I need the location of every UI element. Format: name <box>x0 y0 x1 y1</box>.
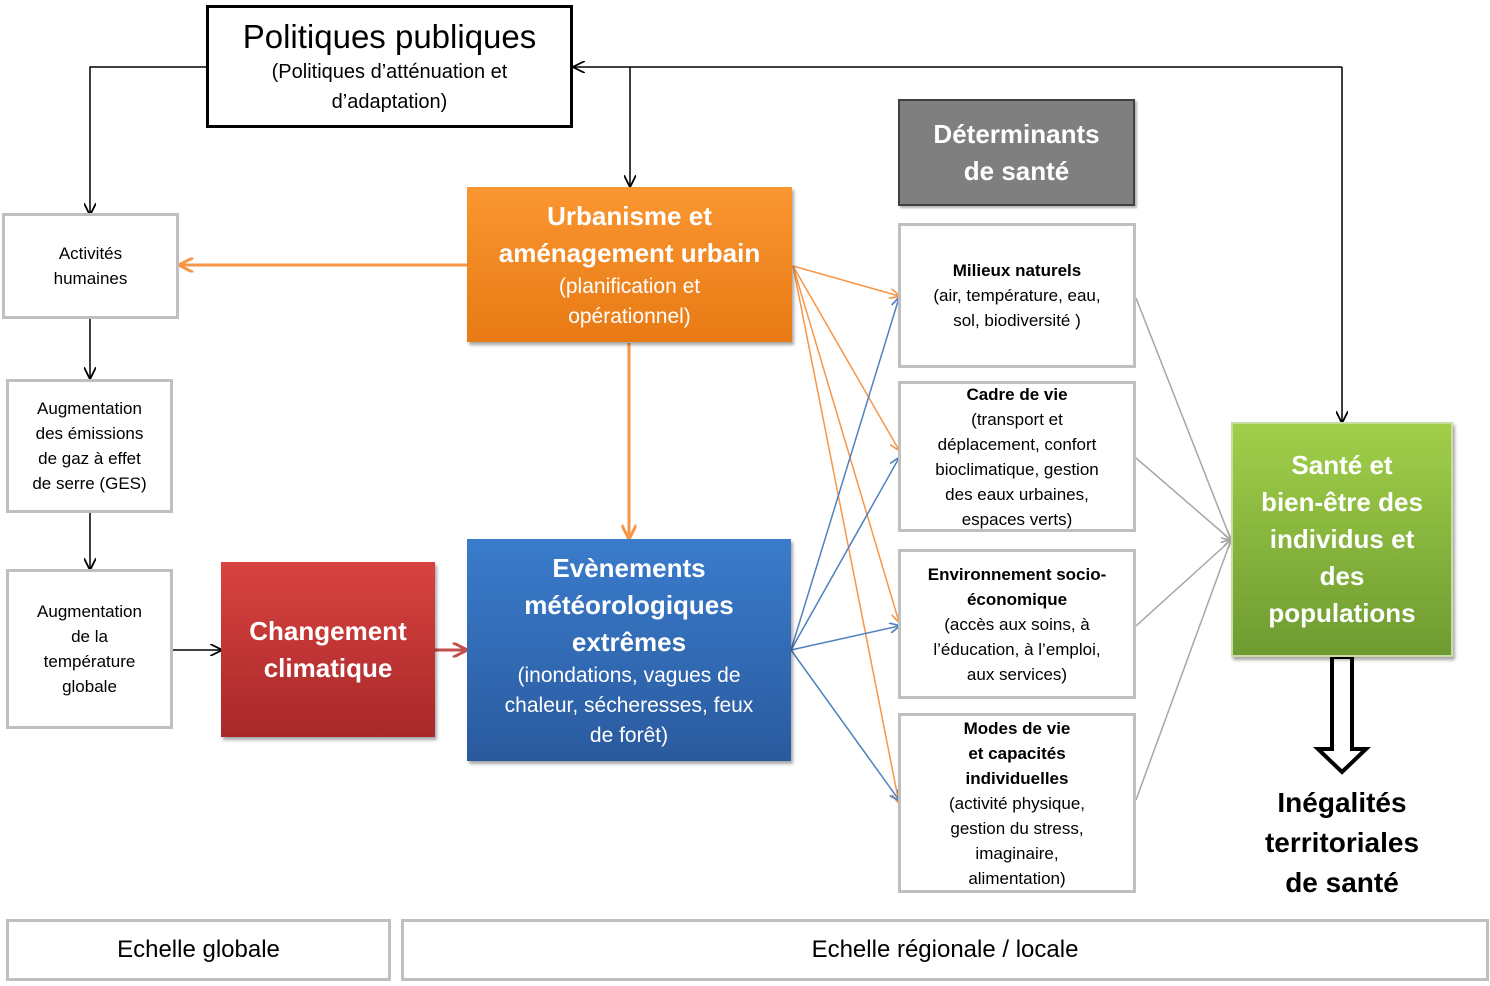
urbanisme-title-2: aménagement urbain <box>498 237 761 268</box>
determinants-line-1: Déterminants <box>933 118 1100 149</box>
arrow-environnement-to-sante <box>1135 540 1231 627</box>
arrow-evenements-to-cadre <box>790 458 899 651</box>
activites-line-2: humaines <box>53 269 128 288</box>
cadre-line-2: déplacement, confort <box>937 434 1097 454</box>
arrow-urbanisme-to-cadre <box>792 265 899 450</box>
modes-line-4: alimentation) <box>968 868 1066 888</box>
evenements-sub-1: (inondations, vagues de <box>517 663 741 687</box>
modes-title-3: individuelles <box>965 768 1069 788</box>
evenements-title-1: Evènements <box>552 552 706 583</box>
environnement-line-1: (accès aux soins, à <box>944 614 1090 634</box>
sante-line-1: Santé et <box>1291 450 1393 480</box>
sante-line-4: des <box>1319 561 1365 591</box>
arrow-politiques-to-activites <box>90 66 207 214</box>
temperature-line-2: de la <box>71 627 108 646</box>
inegalites-territoriales-label: Inégalités territoriales de santé <box>1232 783 1452 903</box>
temperature-line-4: globale <box>62 677 117 696</box>
modes-line-2: gestion du stress, <box>950 818 1084 838</box>
changement-line-1: Changement <box>249 615 407 646</box>
sante-line-2: bien-être des <box>1261 487 1423 517</box>
arrow-cadre-to-sante <box>1135 457 1231 540</box>
modes-title-1: Modes de vie <box>963 718 1071 738</box>
evenements-sub-3: de forêt) <box>589 723 669 747</box>
changement-line-2: climatique <box>263 652 393 683</box>
modes-line-1: (activité physique, <box>948 793 1086 813</box>
evenements-sub-2: chaleur, sécheresses, feux <box>504 693 754 717</box>
cadre-line-1: (transport et <box>971 409 1063 429</box>
inegalites-line-1: Inégalités <box>1277 787 1407 818</box>
arrow-urbanisme-to-milieux <box>792 265 899 296</box>
cadre-title: Cadre de vie <box>966 384 1068 404</box>
politiques-title: Politiques publiques <box>242 17 537 55</box>
evenements-title-3: extrêmes <box>571 626 687 657</box>
emissions-line-1: Augmentation <box>37 399 142 418</box>
environnement-line-2: l’éducation, à l’emploi, <box>933 639 1101 659</box>
politiques-subtitle-2: d’adaptation) <box>331 90 448 113</box>
temperature-line-1: Augmentation <box>37 602 142 621</box>
box-changement-climatique: Changement climatique <box>221 562 435 737</box>
scale-global: Echelle globale <box>6 919 391 981</box>
evenements-title-2: météorologiques <box>524 589 734 620</box>
milieux-line-1: (air, température, eau, <box>933 286 1101 305</box>
scale-regional-label: Echelle régionale / locale <box>811 936 1079 963</box>
cadre-line-4: des eaux urbaines, <box>945 484 1089 504</box>
box-determinants-sante: Déterminants de santé <box>898 99 1135 206</box>
inegalites-line-2: territoriales <box>1264 827 1420 858</box>
activites-line-1: Activités <box>58 244 123 263</box>
scale-regional-locale: Echelle régionale / locale <box>401 919 1489 981</box>
temperature-line-3: température <box>43 652 136 671</box>
arrow-urbanisme-to-environnement <box>792 265 899 622</box>
box-modes-de-vie: Modes de vie et capacités individuelles … <box>898 713 1136 893</box>
block-arrow-down-icon <box>1313 655 1371 775</box>
urbanisme-sub-2: opérationnel) <box>568 304 691 328</box>
emissions-line-3: de gaz à effet <box>38 449 141 468</box>
arrow-urbanisme-to-modes <box>792 265 899 803</box>
box-sante-bien-etre: Santé et bien-être des individus et des … <box>1231 422 1453 657</box>
arrow-evenements-to-environnement <box>790 626 899 651</box>
determinants-line-2: de santé <box>963 155 1070 186</box>
box-urbanisme: Urbanisme et aménagement urbain (planifi… <box>467 187 792 342</box>
box-evenements-meteorologiques: Evènements météorologiques extrêmes (ino… <box>467 539 791 761</box>
arrow-milieux-to-sante <box>1135 297 1231 540</box>
modes-title-2: et capacités <box>968 743 1066 763</box>
emissions-line-4: de serre (GES) <box>32 474 147 493</box>
box-environnement-socio-economique: Environnement socio- économique (accès a… <box>898 549 1136 699</box>
environnement-title-1: Environnement socio- <box>927 564 1107 584</box>
milieux-title: Milieux naturels <box>952 261 1082 280</box>
politiques-subtitle-1: (Politiques d’atténuation et <box>271 60 508 83</box>
box-cadre-de-vie: Cadre de vie (transport et déplacement, … <box>898 381 1136 532</box>
box-augmentation-emissions: Augmentation des émissions de gaz à effe… <box>6 379 173 513</box>
box-augmentation-temperature: Augmentation de la température globale <box>6 569 173 729</box>
arrow-evenements-to-modes <box>790 649 899 800</box>
sante-line-5: populations <box>1268 598 1416 628</box>
modes-line-3: imaginaire, <box>975 843 1059 863</box>
milieux-line-2: sol, biodiversité ) <box>953 311 1081 330</box>
cadre-line-5: espaces verts) <box>961 509 1073 529</box>
inegalites-line-3: de santé <box>1285 867 1399 898</box>
arrow-evenements-to-milieux <box>790 298 899 651</box>
environnement-line-3: aux services) <box>966 664 1068 684</box>
box-milieux-naturels: Milieux naturels (air, température, eau,… <box>898 223 1136 368</box>
environnement-title-2: économique <box>966 589 1068 609</box>
urbanisme-sub-1: (planification et <box>558 274 701 298</box>
sante-line-3: individus et <box>1269 524 1415 554</box>
urbanisme-title-1: Urbanisme et <box>547 200 712 231</box>
emissions-line-2: des émissions <box>35 424 144 443</box>
box-politiques-publiques: Politiques publiques (Politiques d’attén… <box>206 5 573 128</box>
scale-global-label: Echelle globale <box>117 936 280 963</box>
arrow-modes-to-sante <box>1135 540 1231 801</box>
cadre-line-3: bioclimatique, gestion <box>935 459 1099 479</box>
box-activites-humaines: Activités humaines <box>2 213 179 319</box>
